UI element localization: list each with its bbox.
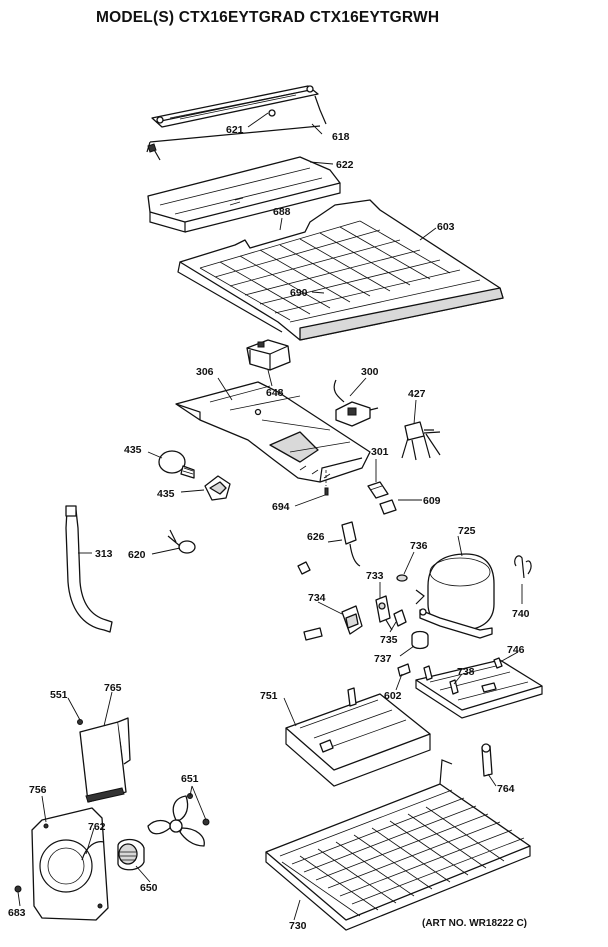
part-733-overload bbox=[375, 595, 393, 631]
part-301-shaft bbox=[367, 481, 389, 499]
part-734-cover bbox=[303, 605, 363, 641]
label-622: 622 bbox=[336, 159, 354, 171]
label-435-socket: 435 bbox=[157, 488, 175, 500]
label-551: 551 bbox=[50, 689, 68, 701]
part-765-insulation bbox=[79, 717, 131, 803]
part-651-fan-blade bbox=[147, 793, 210, 847]
part-435-socket bbox=[204, 475, 231, 501]
label-738: 738 bbox=[457, 666, 475, 678]
art-number: (ART NO. WR18222 C) bbox=[422, 918, 528, 929]
leader-lines bbox=[17, 112, 523, 921]
part-618-bracket bbox=[146, 85, 327, 161]
part-620-damper bbox=[167, 529, 196, 554]
label-765: 765 bbox=[104, 682, 122, 694]
part-650-motor bbox=[117, 838, 145, 871]
label-650: 650 bbox=[140, 882, 158, 894]
part-603-shelf bbox=[177, 199, 504, 341]
label-603: 603 bbox=[437, 221, 455, 233]
label-626: 626 bbox=[307, 531, 325, 543]
part-313-tube bbox=[65, 505, 113, 633]
part-730-condenser bbox=[265, 759, 531, 931]
part-626-relay bbox=[297, 521, 361, 575]
part-751-drain-pan bbox=[285, 687, 431, 787]
label-618: 618 bbox=[332, 131, 350, 143]
callout-labels: 621 618 622 688 603 690 306 648 300 427 … bbox=[8, 124, 530, 932]
label-651: 651 bbox=[181, 773, 199, 785]
label-736: 736 bbox=[410, 540, 428, 552]
part-435-bulb bbox=[158, 450, 195, 479]
part-609-knob bbox=[379, 499, 397, 515]
label-306: 306 bbox=[196, 366, 214, 378]
label-733: 733 bbox=[366, 570, 384, 582]
label-764: 764 bbox=[497, 783, 515, 795]
label-621: 621 bbox=[226, 124, 244, 136]
label-427: 427 bbox=[408, 388, 426, 400]
part-602-plug bbox=[397, 663, 411, 677]
part-427-connector bbox=[401, 421, 441, 461]
label-746: 746 bbox=[507, 644, 525, 656]
part-551-screw bbox=[77, 719, 83, 725]
part-622-tray bbox=[147, 156, 341, 233]
part-762-bracket bbox=[81, 841, 105, 861]
diagram-title: MODEL(S) CTX16EYTGRAD CTX16EYTGRWH bbox=[96, 9, 440, 26]
part-725-compressor bbox=[415, 553, 495, 639]
part-764-bolt bbox=[481, 743, 493, 777]
label-435-bulb: 435 bbox=[124, 444, 142, 456]
label-648: 648 bbox=[266, 387, 284, 399]
label-300: 300 bbox=[361, 366, 379, 378]
label-756: 756 bbox=[29, 784, 47, 796]
label-690: 690 bbox=[290, 287, 308, 299]
part-300-thermostat bbox=[333, 379, 379, 427]
part-694-screw bbox=[324, 470, 329, 496]
label-688: 688 bbox=[273, 206, 291, 218]
part-746-base-plate bbox=[415, 657, 543, 719]
part-737-grommet bbox=[411, 630, 429, 650]
label-609: 609 bbox=[423, 495, 441, 507]
label-313: 313 bbox=[95, 548, 113, 560]
label-734: 734 bbox=[308, 592, 326, 604]
label-694: 694 bbox=[272, 501, 290, 513]
label-762: 762 bbox=[88, 821, 106, 833]
label-683: 683 bbox=[8, 907, 26, 919]
label-737: 737 bbox=[374, 653, 392, 665]
part-740-clip bbox=[514, 555, 532, 579]
label-730: 730 bbox=[289, 920, 307, 932]
label-725: 725 bbox=[458, 525, 476, 537]
part-306-housing bbox=[175, 381, 371, 483]
label-602: 602 bbox=[384, 690, 402, 702]
label-751: 751 bbox=[260, 690, 278, 702]
part-683-screw bbox=[14, 885, 22, 893]
part-735-clip bbox=[393, 609, 407, 627]
part-756-shroud bbox=[31, 807, 109, 921]
part-648-switch bbox=[246, 339, 291, 371]
label-735: 735 bbox=[380, 634, 398, 646]
part-736-grommet bbox=[396, 574, 408, 582]
label-620: 620 bbox=[128, 549, 146, 561]
label-301: 301 bbox=[371, 446, 389, 458]
label-740: 740 bbox=[512, 608, 530, 620]
